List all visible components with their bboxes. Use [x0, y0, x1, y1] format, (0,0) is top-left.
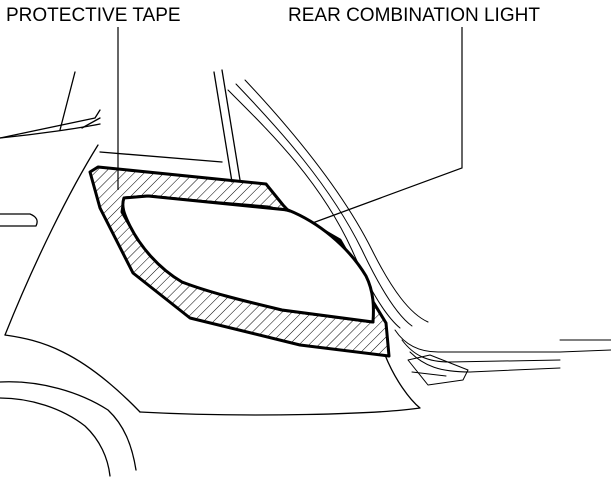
protective-tape-label: PROTECTIVE TAPE	[6, 5, 181, 26]
vehicle-body-outline	[0, 69, 611, 477]
rear-combination-light-label: REAR COMBINATION LIGHT	[288, 5, 540, 26]
rear-combination-light-leader	[287, 27, 463, 233]
light-lens-edge	[147, 195, 291, 213]
rear-combination-light	[121, 194, 375, 324]
